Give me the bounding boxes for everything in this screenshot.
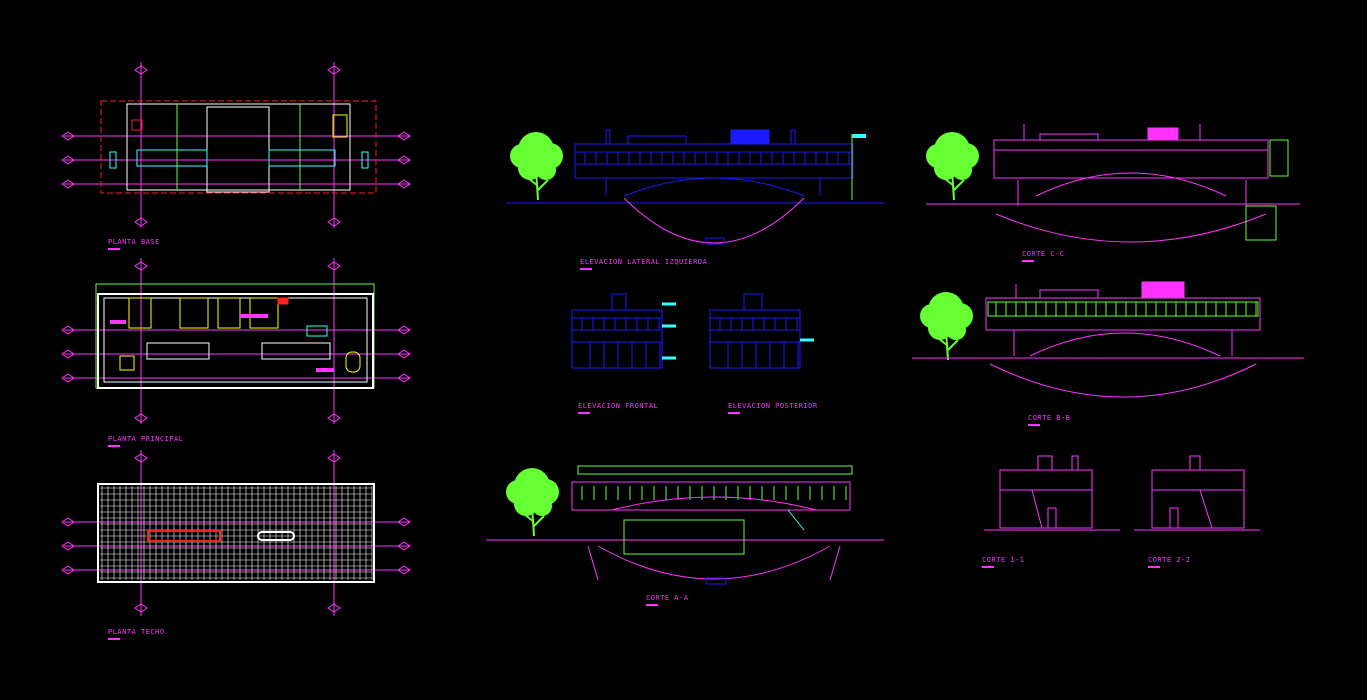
elevacion-lateral-izquierda [506, 129, 884, 245]
label-planta-base: PLANTA BASE [108, 238, 160, 250]
label-elevacion-lateral: ELEVACION LATERAL IZQUIERDA [580, 258, 708, 270]
elevacion-frontal [571, 293, 676, 369]
label-elevacion-posterior: ELEVACION POSTERIOR [728, 402, 818, 414]
label-planta-principal: PLANTA PRINCIPAL [108, 435, 184, 447]
corte-cc-section [925, 124, 1300, 243]
label-corte-11: CORTE 1-1 [982, 556, 1025, 568]
corte-bb-section [912, 281, 1304, 398]
label-corte-22: CORTE 2-2 [1148, 556, 1191, 568]
label-elevacion-frontal: ELEVACION FRONTAL [578, 402, 659, 414]
planta-principal-plan [61, 258, 411, 424]
corte-aa-section [486, 465, 884, 585]
label-planta-techo: PLANTA TECHO [108, 628, 165, 640]
planta-base-plan [61, 62, 411, 228]
corte-11-section [984, 455, 1120, 531]
label-corte-aa: CORTE A-A [646, 594, 689, 606]
label-corte-cc: CORTE C-C [1022, 250, 1065, 262]
corte-22-section [1134, 455, 1260, 531]
label-corte-bb: CORTE B-B [1028, 414, 1071, 426]
planta-techo-plan [61, 450, 411, 616]
elevacion-posterior [709, 293, 814, 369]
